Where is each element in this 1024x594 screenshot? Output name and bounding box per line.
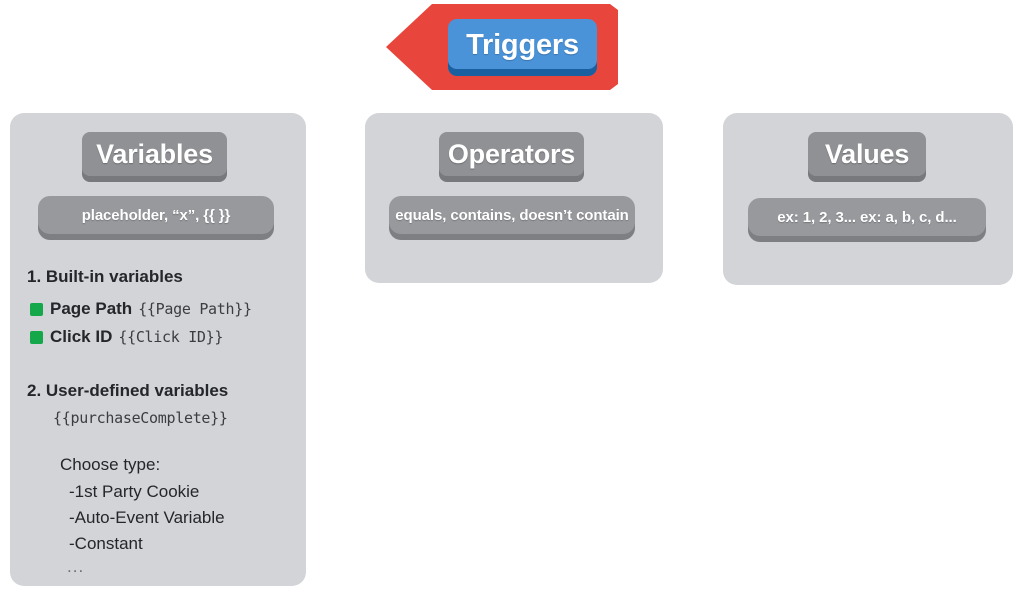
operators-header-label: Operators [447,139,576,169]
variables-header-chip: Variables [82,132,227,182]
variables-pill-label: placeholder, “x”, {{ }} [81,207,231,224]
variables-pill: placeholder, “x”, {{ }} [38,196,274,240]
variables-header-label: Variables [96,139,213,169]
operators-pill-label: equals, contains, doesn’t contain [395,207,629,224]
values-pill-label: ex: 1, 2, 3... ex: a, b, c, d... [777,209,957,226]
triggers-button-label: Triggers [466,28,579,61]
operators-header-chip: Operators [439,132,584,182]
triggers-banner: Triggers [386,4,618,90]
values-pill: ex: 1, 2, 3... ex: a, b, c, d... [748,198,986,242]
card-variables [10,113,306,586]
triggers-button[interactable]: Triggers [448,19,597,76]
values-header-label: Values [824,139,910,169]
operators-pill: equals, contains, doesn’t contain [389,196,635,240]
values-header-chip: Values [808,132,926,182]
